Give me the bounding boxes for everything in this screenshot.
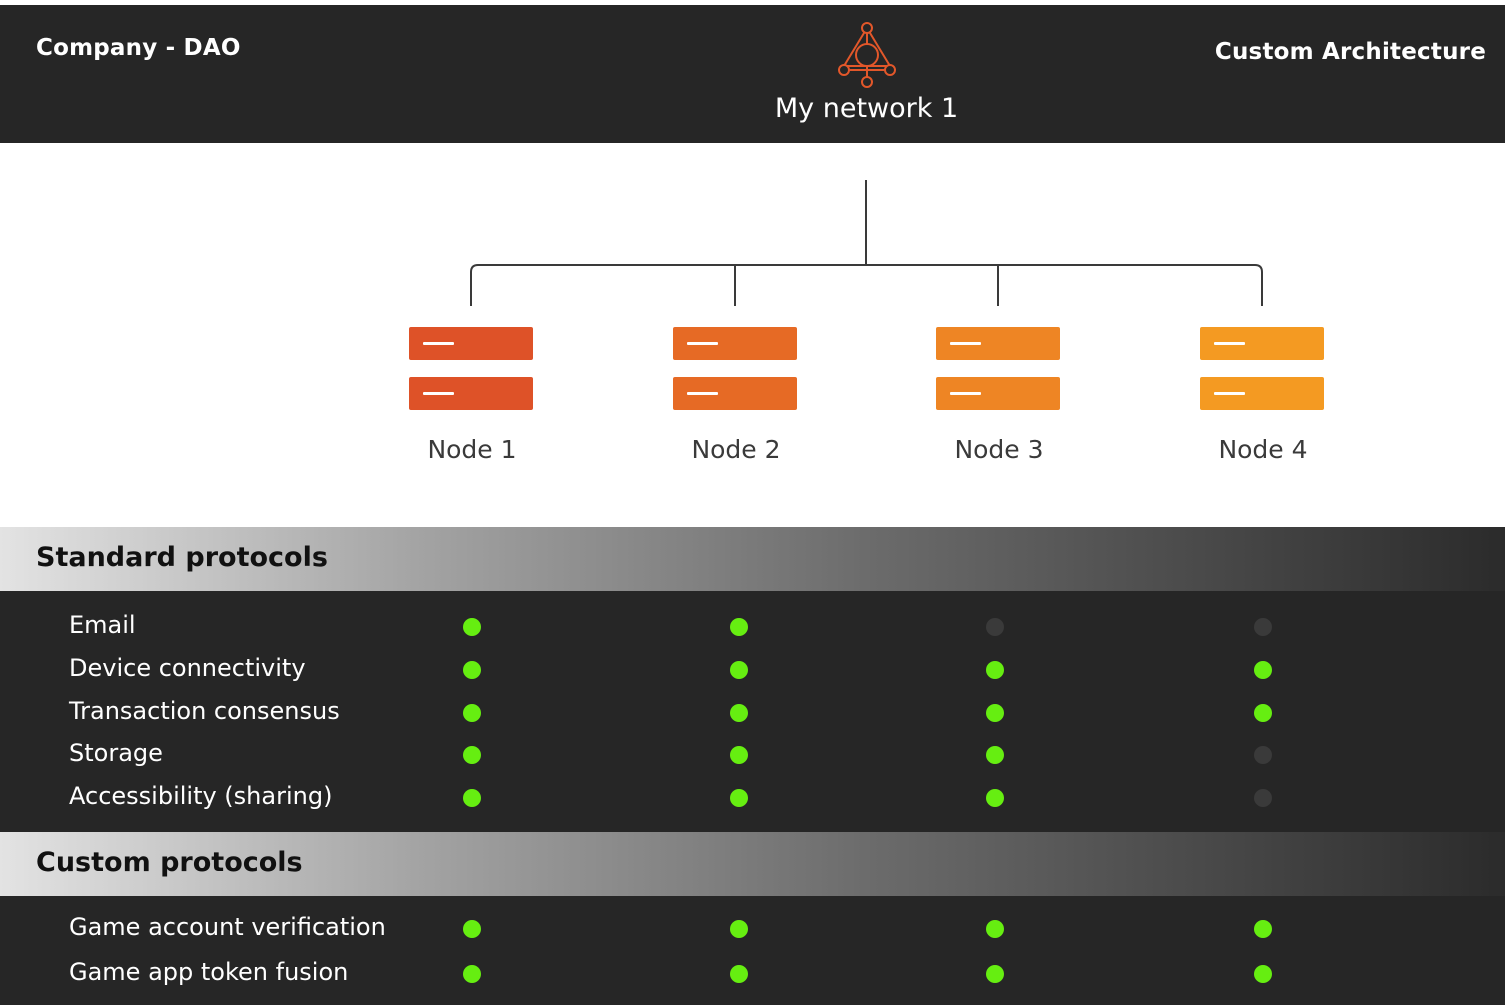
node-label: Node 3 <box>954 435 1044 464</box>
server-icon <box>1200 327 1324 360</box>
status-dot-icon <box>1254 704 1272 722</box>
server-icon <box>673 327 797 360</box>
protocol-label: Transaction consensus <box>69 697 340 725</box>
status-dot-icon <box>986 661 1004 679</box>
section-title: Custom protocols <box>36 847 303 878</box>
status-dot-icon <box>463 618 481 636</box>
status-dot-icon <box>730 661 748 679</box>
protocol-label: Email <box>69 611 136 639</box>
server-icon <box>409 327 533 360</box>
status-dot-icon <box>730 965 748 983</box>
section-title: Standard protocols <box>36 542 328 573</box>
server-icon <box>936 377 1060 410</box>
status-dot-icon <box>463 789 481 807</box>
server-slot <box>687 342 718 345</box>
server-icon <box>673 377 797 410</box>
node-label: Node 2 <box>691 435 781 464</box>
server-slot <box>423 342 454 345</box>
status-dot-icon <box>730 618 748 636</box>
server-slot <box>423 392 454 395</box>
company-name: Company - DAO <box>36 35 241 61</box>
protocol-label: Game account verification <box>69 913 386 941</box>
status-dot-icon <box>730 704 748 722</box>
node-label: Node 1 <box>427 435 517 464</box>
server-slot <box>1214 392 1245 395</box>
status-dot-icon <box>730 920 748 938</box>
section-header: Custom protocols <box>0 832 1505 896</box>
section-body <box>0 896 1505 1005</box>
protocol-label: Device connectivity <box>69 654 306 682</box>
status-dot-icon <box>463 920 481 938</box>
architecture-label: Custom Architecture <box>1214 39 1486 65</box>
node-label: Node 4 <box>1218 435 1308 464</box>
server-slot <box>1214 342 1245 345</box>
server-icon <box>936 327 1060 360</box>
server-slot <box>687 392 718 395</box>
status-dot-icon <box>1254 661 1272 679</box>
status-dot-icon <box>1254 920 1272 938</box>
status-dot-icon <box>730 789 748 807</box>
protocol-label: Game app token fusion <box>69 958 349 986</box>
status-dot-icon <box>986 789 1004 807</box>
status-dot-icon <box>1254 618 1272 636</box>
section-header: Standard protocols <box>0 527 1505 591</box>
network-triangle-icon <box>838 22 896 88</box>
status-dot-icon <box>986 746 1004 764</box>
server-icon <box>409 377 533 410</box>
protocol-label: Accessibility (sharing) <box>69 782 333 810</box>
status-dot-icon <box>986 618 1004 636</box>
status-dot-icon <box>986 704 1004 722</box>
status-dot-icon <box>463 746 481 764</box>
network-name: My network 1 <box>774 93 959 124</box>
status-dot-icon <box>463 704 481 722</box>
header-bar: Company - DAO My network 1 Custom Archit… <box>0 5 1505 143</box>
status-dot-icon <box>1254 746 1272 764</box>
server-slot <box>950 392 981 395</box>
server-slot <box>950 342 981 345</box>
network-tree-connectors <box>470 180 1263 306</box>
server-icon <box>1200 377 1324 410</box>
status-dot-icon <box>986 920 1004 938</box>
status-dot-icon <box>463 965 481 983</box>
status-dot-icon <box>986 965 1004 983</box>
status-dot-icon <box>1254 965 1272 983</box>
status-dot-icon <box>1254 789 1272 807</box>
status-dot-icon <box>730 746 748 764</box>
protocol-label: Storage <box>69 739 163 767</box>
status-dot-icon <box>463 661 481 679</box>
